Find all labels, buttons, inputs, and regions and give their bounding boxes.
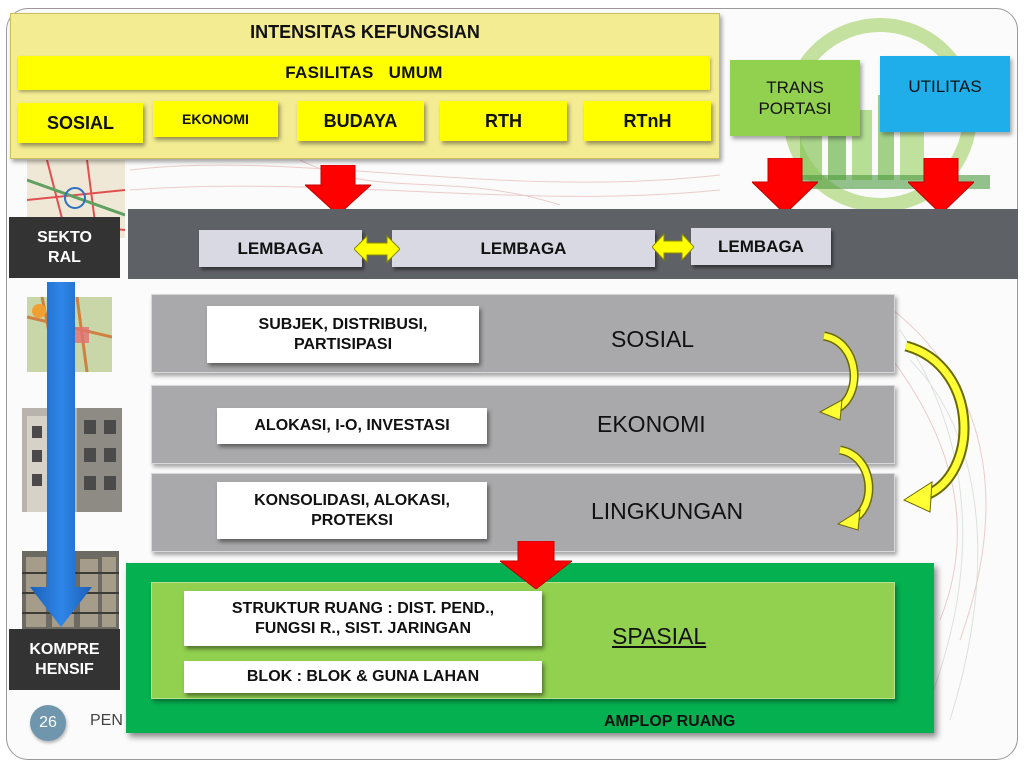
lingkungan-desc-line2: PROTEKSI (311, 511, 393, 529)
sosial-title: SOSIAL (611, 326, 695, 352)
utilitas-box: UTILITAS (880, 56, 1010, 132)
amplop-ruang-label: AMPLOP RUANG (604, 713, 736, 730)
komprehensif-line2: HENSIF (35, 660, 94, 678)
red-arrow-down-1 (305, 165, 371, 215)
facility-rtnh: RTnH (584, 101, 711, 141)
transportasi-line1: TRANS (766, 77, 824, 97)
sektoral-label: SEKTO RAL (9, 217, 120, 278)
komprehensif-line1: KOMPRE (29, 641, 100, 659)
facility-budaya: BUDAYA (297, 101, 424, 141)
lingkungan-description: KONSOLIDASI, ALOKASI, PROTEKSI (217, 482, 487, 539)
sektoral-to-komprehensif-arrow (30, 282, 92, 627)
komprehensif-label: KOMPRE HENSIF (9, 629, 120, 690)
fasilitas-umum-bar: FASILITAS UMUM (18, 56, 710, 90)
facility-rth: RTH (440, 101, 567, 141)
lembaga-box-1: LEMBAGA (199, 230, 362, 267)
lembaga-box-2: LEMBAGA (392, 230, 655, 267)
curved-arrow-ekonomi-lingkungan (836, 445, 874, 531)
sektoral-line2: RAL (48, 248, 81, 266)
panel-title: INTENSITAS KEFUNGSIAN (250, 21, 480, 42)
double-arrow-1 (354, 234, 400, 264)
transportasi-line2: PORTASI (758, 99, 832, 118)
page-number: 26 (30, 705, 66, 741)
curved-arrow-sosial-lingkungan (902, 340, 970, 513)
struktur-line1: STRUKTUR RUANG : DIST. PEND., (231, 599, 495, 617)
ekonomi-title: EKONOMI (597, 411, 706, 437)
sosial-description: SUBJEK, DISTRIBUSI, PARTISIPASI (207, 306, 479, 363)
transportasi-box: TRANS PORTASI (730, 60, 860, 136)
double-arrow-2 (652, 232, 694, 262)
sosial-desc-line1: SUBJEK, DISTRIBUSI, (258, 315, 428, 333)
spasial-title: SPASIAL (612, 623, 707, 649)
struktur-line2: FUNGSI R., SIST. JARINGAN (254, 619, 472, 637)
struktur-ruang-box: STRUKTUR RUANG : DIST. PEND., FUNGSI R.,… (184, 591, 542, 646)
sosial-desc-line2: PARTISIPASI (293, 335, 393, 353)
footer-text: PEN (90, 712, 123, 729)
red-arrow-down-spasial (500, 541, 572, 589)
red-arrow-down-3 (908, 158, 974, 214)
lingkungan-desc-line1: KONSOLIDASI, ALOKASI, (254, 491, 450, 509)
lembaga-box-3: LEMBAGA (691, 228, 831, 265)
facility-ekonomi: EKONOMI (153, 101, 278, 137)
curved-arrow-sosial-ekonomi (818, 331, 859, 421)
red-arrow-down-2 (752, 158, 818, 214)
sektoral-line1: SEKTO (37, 229, 92, 247)
lingkungan-title: LINGKUNGAN (591, 498, 744, 524)
blok-guna-lahan-box: BLOK : BLOK & GUNA LAHAN (184, 661, 542, 693)
facility-sosial: SOSIAL (18, 103, 143, 143)
ekonomi-description: ALOKASI, I-O, INVESTASI (217, 408, 487, 444)
